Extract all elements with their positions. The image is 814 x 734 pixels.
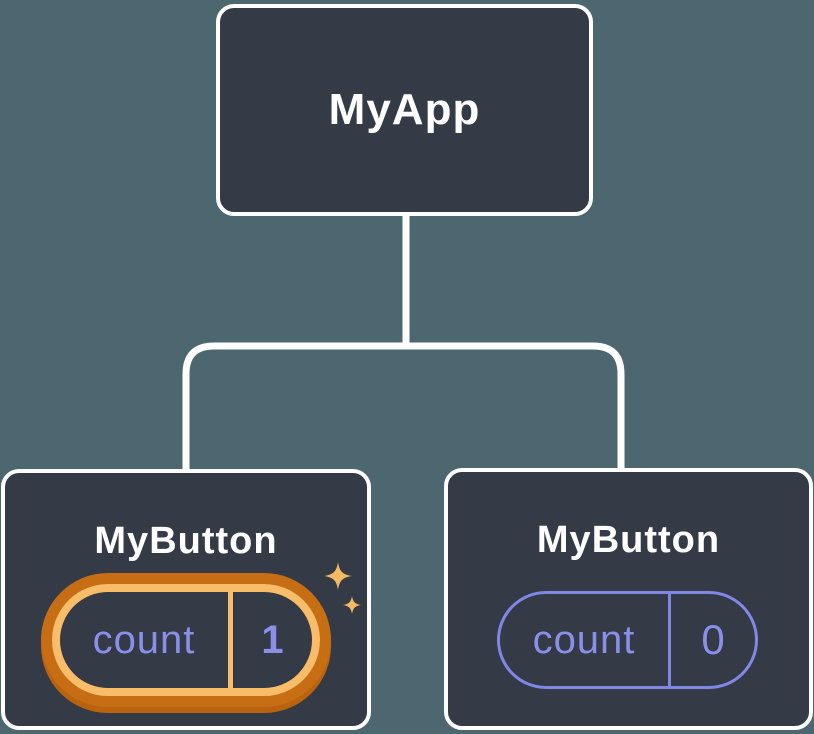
- sparkle-large-icon: [324, 562, 352, 590]
- node-mybutton-left: MyButton count 1: [1, 469, 371, 730]
- node-mybutton-left-label: MyButton: [94, 520, 278, 562]
- state-divider: [668, 594, 671, 686]
- state-value: 1: [261, 617, 284, 662]
- state-pill-highlighted: count 1: [52, 584, 320, 696]
- node-myapp: MyApp: [216, 4, 593, 216]
- state-value: 0: [701, 616, 725, 663]
- sparkle-small-icon: [343, 596, 361, 614]
- sparkles-icon: [324, 562, 361, 614]
- node-mybutton-right-label: MyButton: [536, 519, 721, 561]
- state-divider: [228, 592, 233, 688]
- node-mybutton-right: MyButton count 0: [444, 468, 813, 730]
- state-key: count: [92, 617, 196, 662]
- state-pill-plain: count 0: [497, 591, 758, 689]
- state-key: count: [532, 617, 636, 662]
- node-myapp-label: MyApp: [328, 85, 481, 134]
